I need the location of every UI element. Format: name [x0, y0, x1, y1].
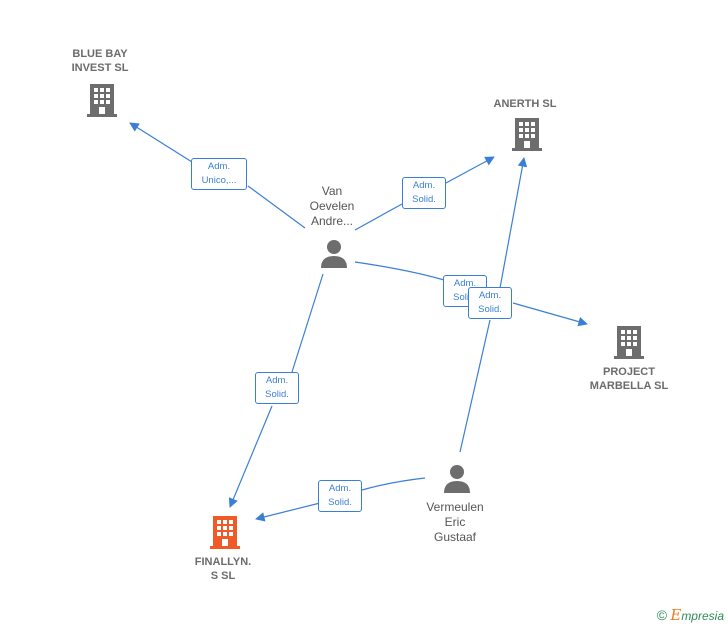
- node-label-line: Eric: [444, 515, 466, 529]
- brand-name: mpresia: [681, 609, 724, 623]
- edge-label-line: Adm.: [207, 161, 231, 172]
- edge-label-role[interactable]: Adm. Solid.: [468, 287, 512, 319]
- edge-label-line: Solid.: [453, 292, 477, 303]
- node-label-line: BLUE BAY: [72, 48, 128, 60]
- edge-vermeulen-finallyn: [256, 477, 426, 519]
- edge-label-role[interactable]: Adm. Solid.: [402, 177, 446, 209]
- node-label-line: ANERTH SL: [493, 98, 557, 110]
- edge-vermeulen-anerth: [459, 158, 524, 453]
- edge-label-line: Adm.: [265, 375, 289, 386]
- copyright-symbol: ©: [656, 607, 668, 623]
- node-label-vanoevelen[interactable]: Van Oevelen Andre...: [290, 184, 374, 229]
- edge-label-line: Adm.: [478, 290, 502, 301]
- building-icon[interactable]: [612, 324, 646, 365]
- node-label-line: Gustaaf: [433, 530, 477, 544]
- node-label-line: S SL: [210, 570, 236, 582]
- node-label-anerth[interactable]: ANERTH SL: [475, 97, 575, 111]
- node-label-line: INVEST SL: [71, 62, 129, 74]
- node-label-line: MARBELLA SL: [589, 380, 669, 392]
- node-label-bluebay[interactable]: BLUE BAY INVEST SL: [50, 47, 150, 75]
- node-label-line: Van: [321, 184, 343, 198]
- edge-label-line: Unico,...: [201, 175, 237, 186]
- node-label-line: PROJECT: [603, 366, 655, 378]
- person-icon[interactable]: [319, 238, 349, 275]
- node-label-line: FINALLYN.: [194, 556, 252, 568]
- node-label-line: Oevelen: [309, 199, 355, 213]
- edge-vanoevelen-bluebay: [130, 123, 306, 229]
- edge-label-line: Solid.: [412, 194, 436, 205]
- brand-initial: E: [670, 606, 682, 624]
- building-icon[interactable]: [510, 116, 544, 157]
- building-icon-highlight[interactable]: [208, 514, 242, 555]
- edge-label-line: Adm.: [328, 483, 352, 494]
- edge-label-line: Solid.: [328, 497, 352, 508]
- building-icon[interactable]: [85, 82, 119, 123]
- edge-label-line: Solid.: [265, 389, 289, 400]
- person-icon[interactable]: [442, 463, 472, 500]
- edge-vanoevelen-finallyn: [230, 273, 324, 507]
- node-label-finallyn[interactable]: FINALLYN. S SL: [175, 555, 271, 583]
- edge-label-line: Adm.: [453, 278, 477, 289]
- edge-label-role[interactable]: Adm. Solid.: [318, 480, 362, 512]
- edge-label-role[interactable]: Adm. Unico,...: [191, 158, 247, 190]
- edge-label-line: Solid.: [478, 304, 502, 315]
- edge-vanoevelen-project: [354, 261, 587, 324]
- node-label-line: Andre...: [310, 214, 354, 228]
- edge-label-role[interactable]: Adm. Solid.: [255, 372, 299, 404]
- brand-logo: © Empresia: [657, 606, 724, 624]
- edge-label-line: Adm.: [412, 180, 436, 191]
- node-label-project[interactable]: PROJECT MARBELLA SL: [574, 365, 684, 393]
- node-label-vermeulen[interactable]: Vermeulen Eric Gustaaf: [410, 500, 500, 545]
- edge-vanoevelen-anerth: [354, 157, 494, 231]
- node-label-line: Vermeulen: [426, 500, 484, 514]
